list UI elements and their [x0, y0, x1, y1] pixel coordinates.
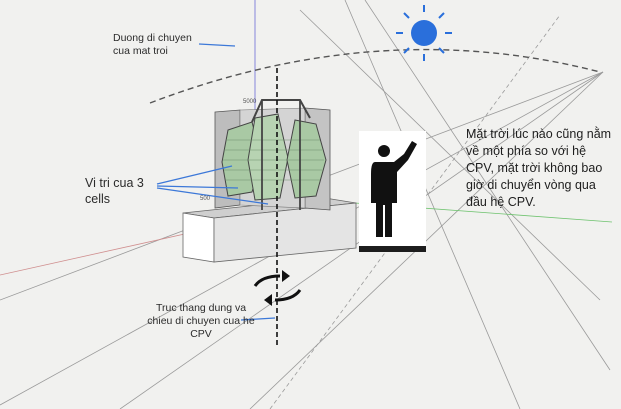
person-pointing-icon — [371, 141, 417, 237]
cell-module — [221, 113, 327, 201]
dimension-mark-bottom: 500 — [200, 196, 211, 202]
rotation-arrows-icon — [253, 270, 302, 306]
base-block — [182, 197, 357, 263]
axis-label: Truc thang dung va chieu di chuyen cua h… — [147, 302, 255, 340]
note-text: Mặt trời lúc nào cũng nằm về một phía so… — [466, 127, 612, 209]
person-panel — [359, 131, 426, 252]
annotation-lines — [156, 43, 276, 321]
sun-icon — [396, 5, 452, 61]
cpv-frame — [214, 99, 331, 211]
dimension-mark-top: 5000 — [243, 99, 257, 105]
sun-path-label: Duong di chuyen cua mat troi — [113, 32, 192, 57]
frame-handle — [251, 99, 311, 123]
sun-path-arc — [149, 48, 601, 104]
cells-label: Vi tri cua 3 cells — [85, 176, 144, 206]
